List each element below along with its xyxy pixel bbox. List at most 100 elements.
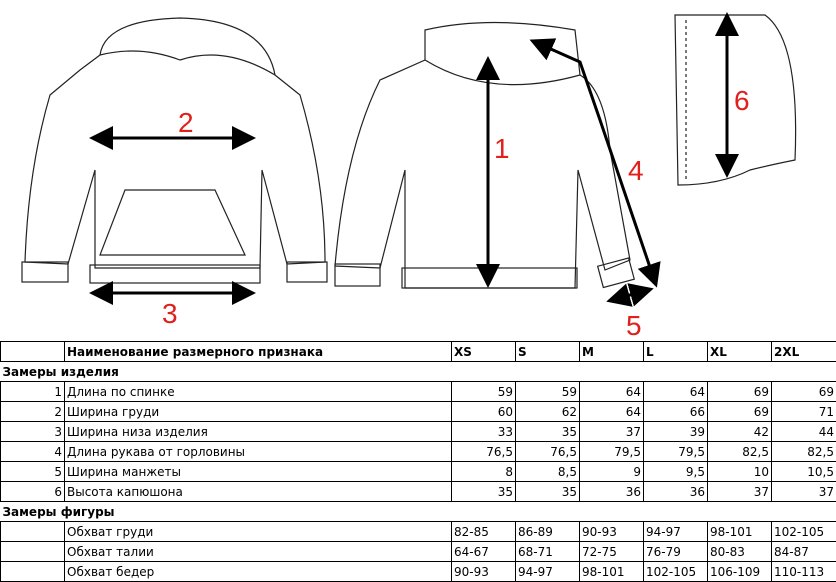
row-index: [1, 542, 65, 562]
row-name: Ширина низа изделия: [65, 422, 452, 442]
row-name: Обхват талии: [65, 542, 452, 562]
cell-value: 69: [708, 382, 772, 402]
row-name: Ширина груди: [65, 402, 452, 422]
cell-value: 64-67: [452, 542, 516, 562]
hoodie-back-drawing: [335, 23, 634, 289]
cell-value: 33: [452, 422, 516, 442]
label-3: 3: [162, 298, 178, 329]
label-6: 6: [734, 85, 750, 116]
cell-value: 37: [708, 482, 772, 502]
cell-value: 102-105: [772, 522, 836, 542]
size-header: L: [644, 342, 708, 362]
cell-value: 64: [644, 382, 708, 402]
cell-value: 71: [772, 402, 836, 422]
cell-value: 42: [708, 422, 772, 442]
section-body: Замеры фигуры: [1, 502, 836, 522]
cell-value: 37: [580, 422, 644, 442]
cell-value: 69: [772, 382, 836, 402]
cell-value: 72-75: [580, 542, 644, 562]
cell-value: 90-93: [452, 562, 516, 582]
cell-value: 9: [580, 462, 644, 482]
row-index: 6: [1, 482, 65, 502]
cell-value: 110-113: [772, 562, 836, 582]
cell-value: 35: [516, 422, 580, 442]
cell-value: 35: [516, 482, 580, 502]
label-4: 4: [628, 155, 644, 186]
row-index: [1, 522, 65, 542]
row-name: Высота капюшона: [65, 482, 452, 502]
row-name: Ширина манжеты: [65, 462, 452, 482]
section-title: Замеры фигуры: [1, 502, 836, 522]
cell-value: 8: [452, 462, 516, 482]
cell-value: 98-101: [580, 562, 644, 582]
cell-value: 68-71: [516, 542, 580, 562]
cell-value: 64: [580, 402, 644, 422]
header-row: Наименование размерного признака XS S M …: [1, 342, 836, 362]
row-name: Длина рукава от горловины: [65, 442, 452, 462]
cell-value: 94-97: [644, 522, 708, 542]
cell-value: 82,5: [772, 442, 836, 462]
cell-value: 44: [772, 422, 836, 442]
row-index: [1, 562, 65, 582]
size-header: XS: [452, 342, 516, 362]
row-index: 3: [1, 422, 65, 442]
cell-value: 8,5: [516, 462, 580, 482]
row-index: 4: [1, 442, 65, 462]
cell-value: 102-105: [644, 562, 708, 582]
cell-value: 76-79: [644, 542, 708, 562]
size-header: 2XL: [772, 342, 836, 362]
cell-value: 35: [452, 482, 516, 502]
cell-value: 36: [644, 482, 708, 502]
cell-value: 84-87: [772, 542, 836, 562]
size-header: M: [580, 342, 644, 362]
cell-value: 10,5: [772, 462, 836, 482]
cell-value: 60: [452, 402, 516, 422]
cell-value: 86-89: [516, 522, 580, 542]
label-5: 5: [626, 310, 642, 341]
cell-value: 80-83: [708, 542, 772, 562]
section-title: Замеры изделия: [1, 362, 836, 382]
row-index: 2: [1, 402, 65, 422]
cell-value: 94-97: [516, 562, 580, 582]
size-header: S: [516, 342, 580, 362]
cell-value: 37: [772, 482, 836, 502]
cell-value: 10: [708, 462, 772, 482]
cell-value: 106-109: [708, 562, 772, 582]
cell-value: 36: [580, 482, 644, 502]
cell-value: 62: [516, 402, 580, 422]
label-1: 1: [494, 133, 510, 164]
hoodie-front-drawing: [22, 18, 327, 283]
size-header: XL: [708, 342, 772, 362]
cell-value: 98-101: [708, 522, 772, 542]
cell-value: 82-85: [452, 522, 516, 542]
cell-value: 90-93: [580, 522, 644, 542]
row-index: 1: [1, 382, 65, 402]
cell-value: 76,5: [516, 442, 580, 462]
section-garment: Замеры изделия: [1, 362, 836, 382]
row-name: Обхват груди: [65, 522, 452, 542]
label-2: 2: [178, 107, 194, 138]
cell-value: 64: [580, 382, 644, 402]
hoodie-diagram: 1 2 3 4 5 6: [0, 0, 836, 341]
header-name: Наименование размерного признака: [65, 342, 452, 362]
cell-value: 66: [644, 402, 708, 422]
cell-value: 69: [708, 402, 772, 422]
row-name: Обхват бедер: [65, 562, 452, 582]
cell-value: 59: [452, 382, 516, 402]
row-name: Длина по спинке: [65, 382, 452, 402]
size-chart-table: Наименование размерного признака XS S M …: [0, 341, 836, 582]
row-index: 5: [1, 462, 65, 482]
cell-value: 79,5: [580, 442, 644, 462]
cell-value: 82,5: [708, 442, 772, 462]
cell-value: 9,5: [644, 462, 708, 482]
measure-arrow-5: [612, 290, 648, 300]
cell-value: 79,5: [644, 442, 708, 462]
